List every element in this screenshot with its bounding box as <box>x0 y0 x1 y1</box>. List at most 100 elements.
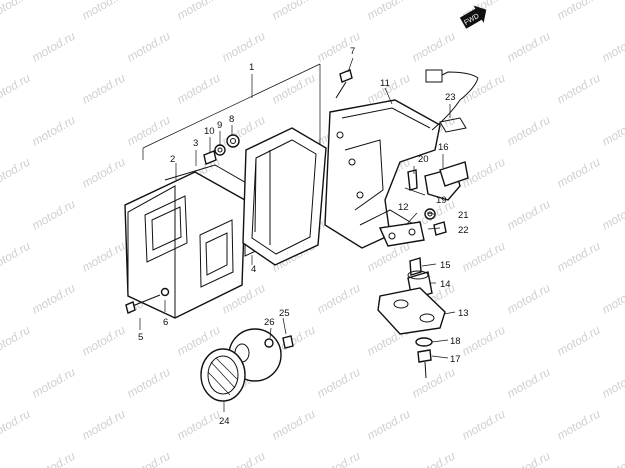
callout-20: 20 <box>418 154 429 165</box>
watermark-text: motod.ru <box>555 239 603 275</box>
callout-11: 11 <box>380 78 390 89</box>
watermark-text: motod.ru <box>0 71 33 107</box>
watermark-text: motod.ru <box>175 407 223 443</box>
watermark-text: motod.ru <box>80 0 128 23</box>
callout-2: 2 <box>170 154 175 165</box>
watermark-text: motod.ru <box>30 365 78 401</box>
watermark-text: motod.ru <box>30 449 78 468</box>
callout-24: 24 <box>219 416 230 427</box>
watermark-text: motod.ru <box>600 281 625 317</box>
callout-4: 4 <box>251 264 256 275</box>
callout-26: 26 <box>264 317 275 328</box>
watermark-text: motod.ru <box>600 365 625 401</box>
watermark-text: motod.ru <box>80 155 128 191</box>
watermark-text: motod.ru <box>220 449 268 468</box>
callout-3: 3 <box>193 138 198 149</box>
watermark-text: motod.ru <box>505 449 553 468</box>
watermark-text: motod.ru <box>270 407 318 443</box>
assembly-bracket <box>142 63 321 160</box>
watermark-text: motod.ru <box>0 407 33 443</box>
watermark-text: motod.ru <box>0 323 33 359</box>
callout-13: 13 <box>458 308 469 319</box>
watermark-text: motod.ru <box>175 71 223 107</box>
watermark-text: motod.ru <box>600 29 625 65</box>
watermark-text: motod.ru <box>125 365 173 401</box>
callout-6: 6 <box>163 317 168 328</box>
callout-8: 8 <box>229 114 234 125</box>
watermark-text: motod.ru <box>80 71 128 107</box>
watermark-text: motod.ru <box>555 155 603 191</box>
watermark-text: motod.ru <box>0 239 33 275</box>
watermark-text: motod.ru <box>555 407 603 443</box>
watermark-text: motod.ru <box>0 0 33 23</box>
watermark-text: motod.ru <box>600 113 625 149</box>
callout-19: 19 <box>436 195 447 206</box>
watermark-text: motod.ru <box>175 0 223 23</box>
watermark-text: motod.ru <box>80 323 128 359</box>
watermark-text: motod.ru <box>270 0 318 23</box>
watermark-text: motod.ru <box>365 0 413 23</box>
watermark-text: motod.ru <box>315 29 363 65</box>
watermark-text: motod.ru <box>505 29 553 65</box>
watermark-text: motod.ru <box>505 113 553 149</box>
watermark-text: motod.ru <box>410 365 458 401</box>
callout-15: 15 <box>440 260 451 271</box>
rubber-plate <box>377 287 446 335</box>
bolt-17 <box>415 337 433 379</box>
watermark-text: motod.ru <box>555 71 603 107</box>
callout-22: 22 <box>458 225 469 236</box>
base-plate <box>242 127 327 266</box>
watermark-text: motod.ru <box>80 239 128 275</box>
watermark-text: motod.ru <box>555 323 603 359</box>
callout-23: 23 <box>445 92 456 103</box>
callout-12: 12 <box>398 202 409 213</box>
watermark-text: motod.ru <box>0 155 33 191</box>
watermark-text: motod.ru <box>505 365 553 401</box>
watermark-text: motod.ru <box>125 113 173 149</box>
leader-lines <box>139 57 456 412</box>
watermark-text: motod.ru <box>315 365 363 401</box>
watermark-text: motod.ru <box>460 71 508 107</box>
watermark-text: motod.ru <box>555 0 603 23</box>
watermark-text: motod.ru <box>30 197 78 233</box>
watermark-text: motod.ru <box>125 449 173 468</box>
wire-harness <box>425 69 479 133</box>
watermark-text: motod.ru <box>460 323 508 359</box>
callout-16: 16 <box>438 142 449 153</box>
watermark-text: motod.ru <box>220 29 268 65</box>
watermark-text: motod.ru <box>410 449 458 468</box>
watermark-text: motod.ru <box>315 449 363 468</box>
watermark-text: motod.ru <box>125 29 173 65</box>
reflector <box>200 328 294 402</box>
watermark-text: motod.ru <box>270 71 318 107</box>
watermark-text: motod.ru <box>600 197 625 233</box>
callout-14: 14 <box>440 279 451 290</box>
callout-5: 5 <box>138 332 143 343</box>
callout-18: 18 <box>450 336 461 347</box>
watermark-text: motod.ru <box>30 281 78 317</box>
callout-9: 9 <box>217 120 222 131</box>
watermark-text: motod.ru <box>505 281 553 317</box>
lens-housing <box>124 164 256 319</box>
watermark-text: motod.ru <box>80 407 128 443</box>
watermark-text: motod.ru <box>315 281 363 317</box>
nut-washer-set <box>203 134 240 165</box>
watermark-text: motod.ru <box>505 197 553 233</box>
watermark-text: motod.ru <box>410 29 458 65</box>
bolt-7 <box>335 69 353 99</box>
watermark-text: motod.ru <box>460 239 508 275</box>
callout-labels: 1 2 3 4 5 6 7 8 9 10 11 12 13 14 15 16 1… <box>138 46 469 427</box>
rubber-grommets <box>407 257 433 300</box>
callout-17: 17 <box>450 354 461 365</box>
watermark-text: motod.ru <box>365 407 413 443</box>
callout-1: 1 <box>249 62 254 73</box>
callout-10: 10 <box>204 126 215 137</box>
callout-7: 7 <box>350 46 355 57</box>
callout-25: 25 <box>279 308 290 319</box>
watermark-text: motod.ru <box>30 113 78 149</box>
fender-bracket <box>324 99 441 249</box>
screw-5 <box>125 287 170 314</box>
watermark-text: motod.ru <box>460 407 508 443</box>
